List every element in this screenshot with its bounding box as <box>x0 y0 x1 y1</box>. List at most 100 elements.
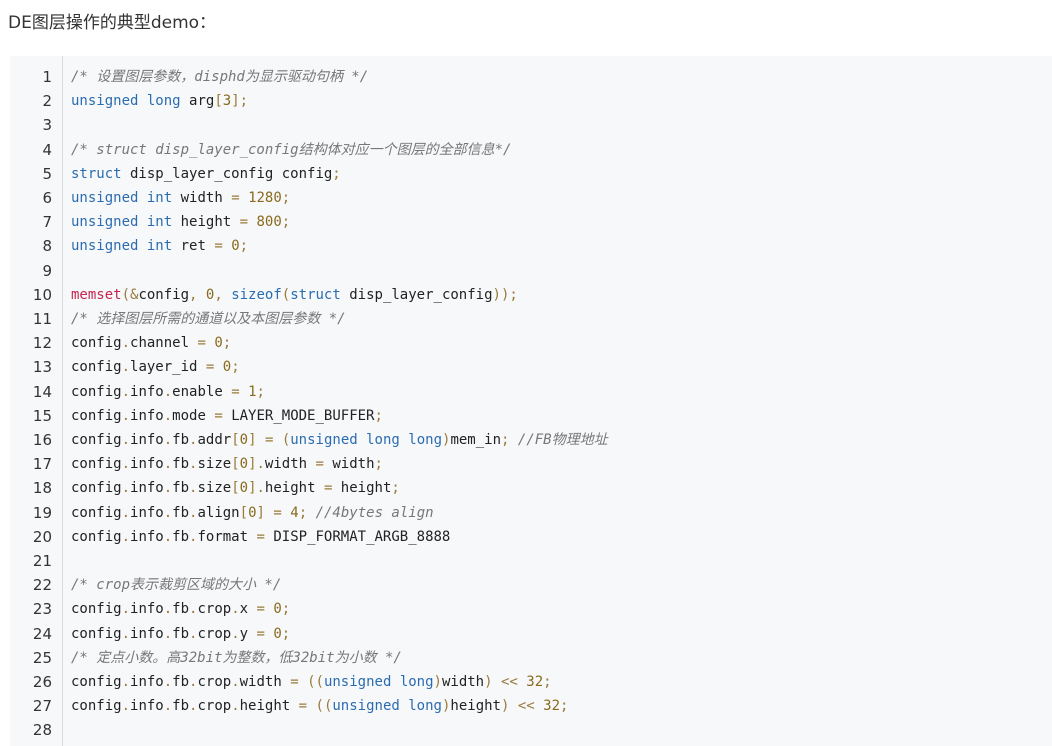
code-text: config.info.fb.size[0].width = width; <box>71 452 383 476</box>
code-token: = <box>205 359 215 376</box>
code-token: . <box>231 674 240 690</box>
code-token: 1 <box>248 383 257 400</box>
code-text: config.layer_id = 0; <box>71 355 240 379</box>
code-token: fb <box>172 432 190 448</box>
code-token <box>138 238 146 254</box>
code-token: crop <box>197 601 232 618</box>
code-token: //FB物理地址 <box>517 432 608 448</box>
code-text: struct disp_layer_config config; <box>71 162 341 186</box>
code-token: ) <box>441 698 451 715</box>
code-token: DISP_FORMAT_ARGB_8888 <box>264 528 451 545</box>
code-token: config <box>71 432 122 448</box>
code-token: info <box>130 504 164 521</box>
code-token <box>307 698 315 714</box>
line-number: 18 <box>32 479 52 498</box>
code-token: ; <box>560 698 569 715</box>
code-text: /* struct disp_layer_config结构体对应一个图层的全部信… <box>71 138 511 162</box>
code-token: = <box>214 238 223 255</box>
code-token: ) <box>433 674 442 690</box>
code-token: 0 <box>205 286 215 303</box>
code-token: int <box>146 214 173 231</box>
code-token: . <box>231 601 240 618</box>
code-token: = <box>197 335 206 352</box>
code-token: unsigned <box>71 93 139 110</box>
code-token: = <box>231 190 240 206</box>
line-number: 28 <box>32 721 52 740</box>
code-token: info <box>130 432 164 448</box>
code-token: info <box>130 674 164 690</box>
code-token: /* struct disp_layer_config结构体对应一个图层的全部信… <box>71 141 512 158</box>
code-token: info <box>130 480 164 497</box>
code-token: . <box>189 698 198 715</box>
code-token: LAYER_MODE_BUFFER <box>222 407 375 424</box>
code-token: . <box>121 625 131 642</box>
code-token <box>214 359 222 375</box>
code-token: 0 <box>273 625 282 642</box>
code-token: fb <box>172 674 190 690</box>
code-token: config <box>71 504 122 521</box>
code-text: config.info.mode = LAYER_MODE_BUFFER; <box>71 404 383 428</box>
code-token: info <box>130 601 164 618</box>
code-token: [ <box>231 480 240 497</box>
code-token: unsigned <box>71 238 139 255</box>
code-token: config <box>138 286 190 303</box>
line-number: 12 <box>32 334 52 353</box>
code-token: ; <box>281 214 291 231</box>
code-token: int <box>146 190 173 206</box>
code-token: height <box>332 480 392 497</box>
code-token: . <box>121 674 131 690</box>
line-number: 6 <box>42 189 52 207</box>
code-token: , <box>189 286 198 303</box>
code-token: long <box>366 432 400 448</box>
code-token: config <box>71 335 122 352</box>
code-token: height <box>450 698 501 715</box>
line-number: 23 <box>32 600 52 619</box>
code-token <box>307 505 315 521</box>
code-token: ret <box>172 238 215 255</box>
code-token: . <box>121 432 131 448</box>
code-token: = <box>298 698 308 715</box>
code-token: . <box>231 698 240 715</box>
code-token: config <box>71 674 122 690</box>
code-token: long <box>408 432 442 448</box>
code-token: config <box>71 698 122 715</box>
code-text: config.info.fb.crop.width = ((unsigned l… <box>71 670 552 694</box>
code-token: ]. <box>248 456 265 473</box>
code-text: config.info.fb.crop.y = 0; <box>71 622 290 646</box>
code-token: . <box>189 528 198 545</box>
code-token: 4 <box>290 504 299 521</box>
code-token: fb <box>172 528 190 545</box>
line-number: 26 <box>32 673 52 691</box>
line-number: 1 <box>42 68 52 86</box>
code-token: 0 <box>222 359 232 376</box>
code-token: . <box>163 601 173 618</box>
code-token: /* crop表示裁剪区域的大小 */ <box>71 577 282 594</box>
code-token <box>493 674 501 690</box>
code-token: ( <box>281 432 291 448</box>
code-token: . <box>163 432 173 448</box>
code-token: . <box>163 674 173 690</box>
line-number: 10 <box>32 285 52 304</box>
code-token <box>358 432 366 448</box>
code-token: align <box>197 504 240 521</box>
code-token: ; <box>256 383 265 400</box>
line-number: 25 <box>32 648 52 667</box>
code-token: config <box>71 407 122 424</box>
code-token: ) <box>484 674 493 690</box>
code-token: enable <box>172 383 232 400</box>
code-token: (( <box>315 698 333 715</box>
code-text: config.info.fb.crop.height = ((unsigned … <box>71 694 568 718</box>
code-token: mem_in <box>450 432 502 448</box>
code-token: . <box>121 698 131 715</box>
code-token: (& <box>121 286 139 303</box>
code-token: config <box>71 625 122 642</box>
code-token: ; <box>281 601 291 618</box>
line-number: 16 <box>32 431 52 449</box>
code-token: 32 <box>543 698 561 715</box>
code-token: ; <box>374 456 383 473</box>
code-token: . <box>231 625 240 642</box>
code-token: ; <box>374 407 383 424</box>
code-token <box>299 674 307 690</box>
code-token: = <box>256 601 265 618</box>
code-text: /* crop表示裁剪区域的大小 */ <box>71 573 281 597</box>
